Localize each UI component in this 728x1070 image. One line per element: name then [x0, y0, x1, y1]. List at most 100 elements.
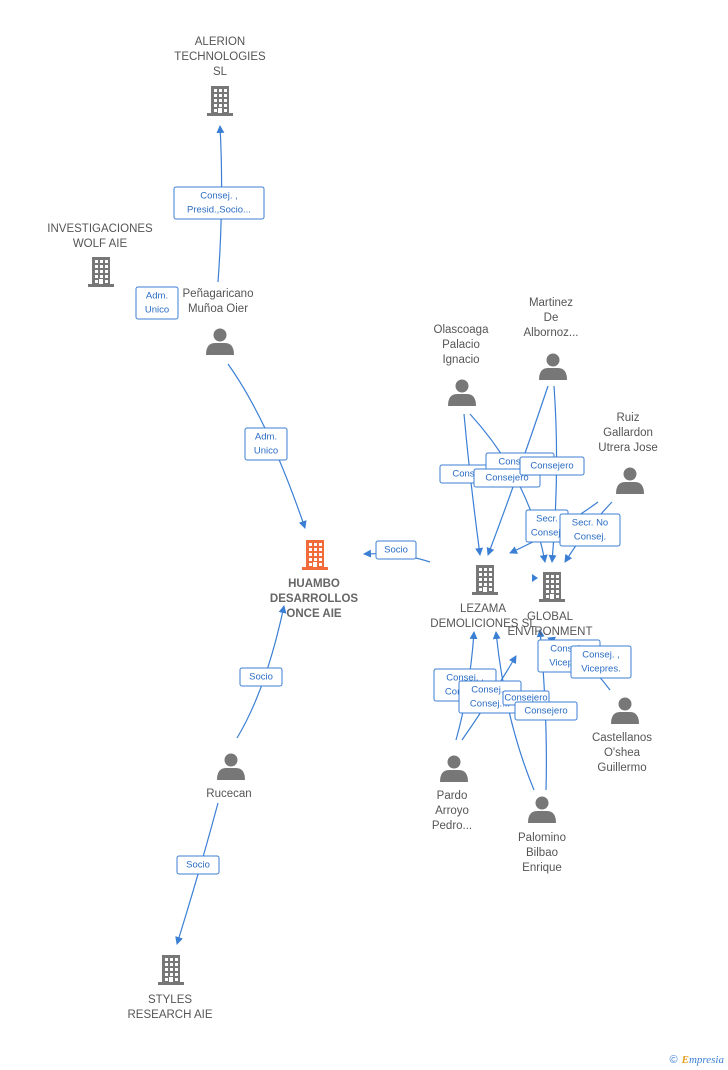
- node-label-line: Enrique: [522, 862, 562, 874]
- node-label-line: SL: [213, 66, 228, 78]
- edge-label-e-mar-glob[interactable]: Consejero: [519, 456, 585, 476]
- edge-label-e-ruiz-lez[interactable]: Secr. Consej.: [525, 509, 569, 543]
- edge-label-text: Secr. No: [572, 518, 608, 529]
- node-label-line: Guillermo: [597, 762, 646, 774]
- edge-line-e-pal-lez: [492, 631, 535, 791]
- node-label-line: RESEARCH AIE: [128, 1009, 213, 1021]
- edge-label-box: [375, 540, 417, 560]
- building-icon: [302, 540, 328, 570]
- building-icon: [158, 955, 184, 985]
- node-label-line: WOLF AIE: [73, 238, 128, 250]
- node-label-line: Palomino: [518, 832, 566, 844]
- edge-label-text: Unico: [145, 305, 169, 316]
- edge-label-e-pen-inv[interactable]: Adm. Unico: [135, 286, 179, 320]
- node-label-line: Ignacio: [442, 354, 479, 366]
- node-lezama[interactable]: LEZAMA DEMOLICIONES SL: [430, 565, 536, 630]
- edge-label-text: Consej.: [531, 528, 563, 539]
- node-investigaciones[interactable]: INVESTIGACIONES WOLF AIE: [47, 223, 153, 287]
- person-icon: [539, 353, 567, 380]
- node-label-line: LEZAMA: [460, 603, 506, 615]
- brand-name: mpresia: [688, 1054, 724, 1066]
- node-label-line: ENVIRONMENT: [508, 626, 593, 638]
- edge-label-text: Vicepres.: [581, 664, 620, 675]
- edge-label-text: Vicepres.: [549, 658, 588, 669]
- node-label-line: Rucecan: [206, 788, 251, 800]
- edge-label-text: Consej.: [574, 532, 606, 543]
- edge-label-text: Consej. ,: [446, 673, 484, 684]
- edge-label-text: Adm.: [146, 291, 168, 302]
- node-label-line: Ruiz: [616, 412, 639, 424]
- edge-label-text: Presid.,Socio...: [187, 205, 251, 216]
- node-label-line: Castellanos: [592, 732, 652, 744]
- node-label-line: Martinez: [529, 297, 573, 309]
- edge-label-e-ruc-styles[interactable]: Socio: [176, 855, 220, 875]
- node-label-line: TECHNOLOGIES: [174, 51, 266, 63]
- node-label-line: GLOBAL: [527, 611, 574, 623]
- node-label-line: Pedro...: [432, 820, 472, 832]
- node-label-line: STYLES: [148, 994, 192, 1006]
- node-label-line: Peñagaricano: [183, 288, 254, 300]
- edge-label-text: Socio: [384, 545, 408, 556]
- copyright-icon: ©: [669, 1054, 678, 1066]
- edge-label-e-pen-huambo[interactable]: Adm. Unico: [244, 427, 288, 461]
- edge-label-box: [239, 667, 283, 687]
- edge-label-e-pal-lez2[interactable]: Consejero: [514, 701, 578, 721]
- edge-label-box: [519, 456, 585, 476]
- edge-label-text: Secr.: [536, 514, 558, 525]
- person-icon: [217, 753, 245, 780]
- node-label-line: Albornoz...: [524, 327, 579, 339]
- node-label-line: Utrera Jose: [598, 442, 657, 454]
- person-icon: [206, 328, 234, 355]
- nodes-layer: ALERIONTECHNOLOGIESSLINVESTIGACIONESWOLF…: [47, 36, 657, 1021]
- node-label-line: Palacio: [442, 339, 480, 351]
- edge-label-box: [559, 513, 621, 547]
- edge-label-text: Adm.: [255, 432, 277, 443]
- node-global[interactable]: GLOBAL ENVIRONMENT: [508, 572, 593, 638]
- edge-label-box: [173, 186, 265, 220]
- node-rucecan[interactable]: Rucecan: [206, 753, 252, 801]
- node-label-line: Pardo: [437, 790, 468, 802]
- building-icon: [207, 86, 233, 116]
- node-label-line: ONCE AIE: [286, 608, 341, 620]
- edge-label-text: Unico: [254, 446, 278, 457]
- edge-label-e-lezama-huambo[interactable]: Socio: [375, 540, 417, 560]
- edge-label-text: Consejero: [485, 473, 528, 484]
- edge-label-text: Consejero: [504, 693, 547, 704]
- edge-label-text: Consej. ,: [582, 650, 620, 661]
- person-icon: [440, 755, 468, 782]
- edge-label-box: [135, 286, 179, 320]
- edge-label-text: Consej....: [470, 699, 510, 710]
- edge-label-e-ruc-huambo[interactable]: Socio: [239, 667, 283, 687]
- edge-label-e-pen-alerion[interactable]: Consej. , Presid.,Socio...: [173, 186, 265, 220]
- edge-label-e-cas-glob[interactable]: Consej. , Vicepres.: [570, 645, 632, 679]
- edge-label-text: Consejero: [530, 461, 573, 472]
- node-label-line: DEMOLICIONES SL: [430, 618, 536, 630]
- edge-label-e-ruiz-glob[interactable]: Secr. No Consej.: [559, 513, 621, 547]
- building-icon: [539, 572, 565, 602]
- node-pardo[interactable]: PardoArroyoPedro...: [432, 755, 472, 833]
- node-label-line: DESARROLLOS: [270, 593, 359, 605]
- node-label-line: Muñoa Oier: [188, 303, 248, 315]
- edge-label-text: Consej. ,: [200, 191, 238, 202]
- node-label-line: O'shea: [604, 747, 641, 759]
- edge-label-box: [176, 855, 220, 875]
- edge-label-text: Socio: [186, 860, 210, 871]
- edge-label-box: [514, 701, 578, 721]
- node-martinez[interactable]: MartinezDeAlbornoz...: [524, 297, 579, 380]
- person-icon: [528, 796, 556, 823]
- person-icon: [616, 467, 644, 494]
- brand-initial: E: [681, 1054, 689, 1066]
- node-label-line: INVESTIGACIONES: [47, 223, 153, 235]
- person-icon: [611, 697, 639, 724]
- node-label-line: Bilbao: [526, 847, 558, 859]
- node-label-line: Olascoaga: [434, 324, 490, 336]
- node-styles[interactable]: STYLES RESEARCH AIE: [128, 955, 213, 1021]
